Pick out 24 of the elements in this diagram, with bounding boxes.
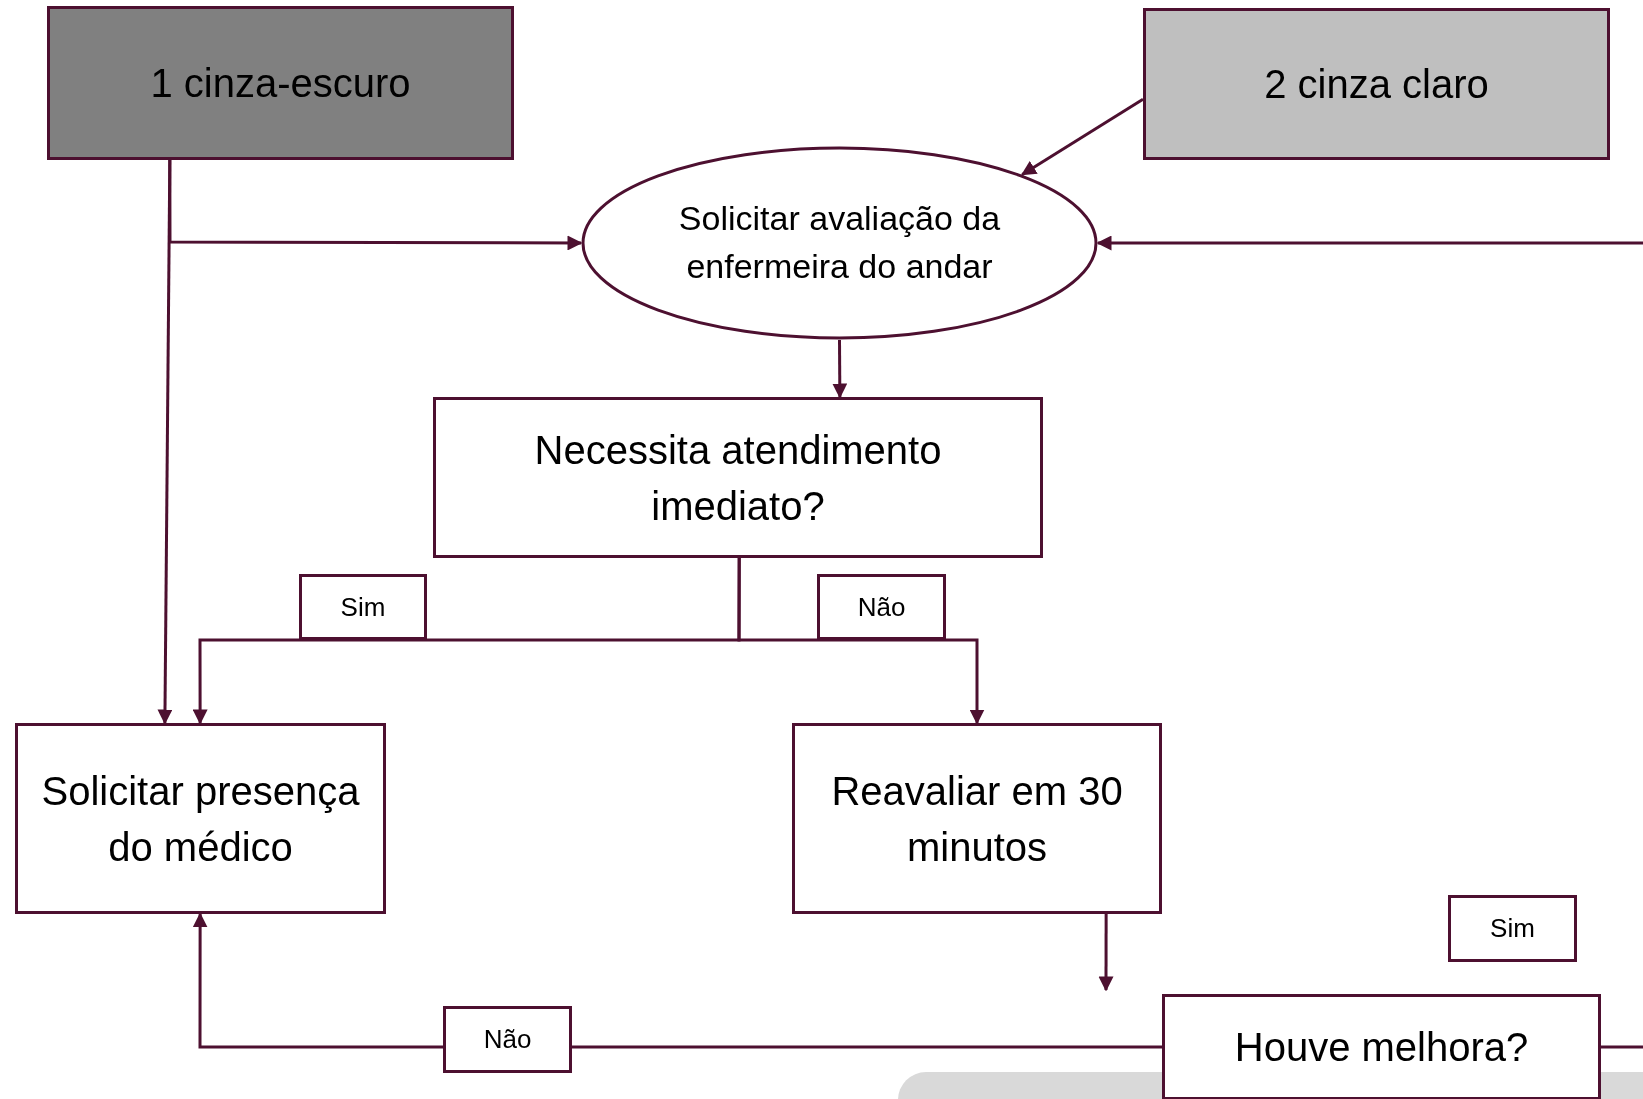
process-box [792, 723, 1162, 914]
process-box [47, 6, 514, 160]
node-text: Solicitar avaliação da enfermeira do andar [677, 198, 1002, 287]
node-text: Reavaliar em 30 minutos [830, 767, 1124, 871]
answer-tag: Sim [1448, 895, 1577, 962]
node-text: 2 cinza claro [1264, 61, 1489, 108]
arrow [168, 160, 583, 251]
process-box [1162, 994, 1601, 1099]
node-text: Necessita atendimento imediato? [533, 426, 943, 530]
edge-label: Não [817, 574, 946, 640]
process-box [1143, 8, 1610, 160]
process-box [433, 397, 1043, 558]
node-text: Houve melhora? [1234, 1024, 1529, 1071]
edge-label: Não [443, 1006, 572, 1073]
node-text: Solicitar presença do médico [40, 767, 361, 871]
arrow [737, 558, 985, 725]
arrow [1098, 914, 1114, 992]
edge-label: Sim [299, 574, 427, 640]
arrow [1021, 97, 1144, 176]
arrow [1096, 235, 1643, 251]
process-box [15, 723, 386, 914]
node-text: 1 cinza-escuro [150, 60, 411, 107]
arrow [832, 340, 848, 399]
process-ellipse [581, 146, 1098, 340]
